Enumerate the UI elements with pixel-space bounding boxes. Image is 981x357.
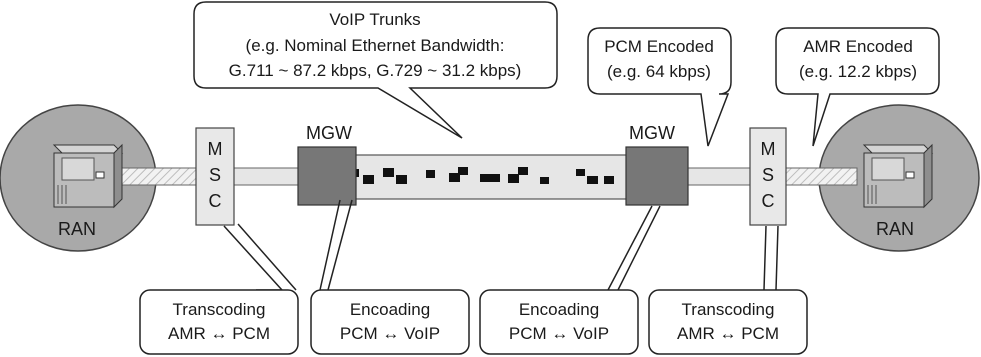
packet <box>518 167 528 175</box>
msc-right-letter: S <box>762 165 774 185</box>
packet <box>426 170 435 178</box>
packet <box>540 177 549 184</box>
packet <box>604 176 614 184</box>
encoding-right-line: Encoading <box>519 300 599 319</box>
msc-left-letter: M <box>208 139 223 159</box>
msc-right-box <box>749 127 787 226</box>
packet <box>508 174 519 183</box>
mgw-msc-right-link <box>687 167 751 186</box>
packet <box>449 173 460 182</box>
ran-left-link <box>119 167 197 186</box>
mgw-right-label: MGW <box>629 123 675 143</box>
transcoding-left-line: AMR ↔ PCM <box>168 324 270 343</box>
packet <box>458 167 468 175</box>
voip-trunks-line: G.711 ~ 87.2 kbps, G.729 ~ 31.2 kbps) <box>229 61 522 80</box>
voip-trunks-line: (e.g. Nominal Ethernet Bandwidth: <box>246 36 505 55</box>
msc-right-letter: M <box>761 139 776 159</box>
msc-right-letter: C <box>762 191 775 211</box>
msc-left-letter: S <box>209 165 221 185</box>
pcm-encoded-line: PCM Encoded <box>604 37 714 56</box>
voip-trunks-callout: VoIP Trunks (e.g. Nominal Ethernet Bandw… <box>193 1 558 139</box>
pcm-encoded-line: (e.g. 64 kbps) <box>607 62 711 81</box>
amr-encoded-callout: AMR Encoded (e.g. 12.2 kbps) <box>775 27 940 147</box>
msc-left-box <box>195 127 235 226</box>
ran-right-server-icon <box>862 143 934 209</box>
packet <box>383 168 394 177</box>
transcoding-right-line: Transcoding <box>682 300 775 319</box>
ran-right-link <box>784 167 858 186</box>
mgw-left-block <box>297 146 357 206</box>
ran-right-label: RAN <box>876 219 914 239</box>
mgw-left-label: MGW <box>306 123 352 143</box>
packet <box>480 174 500 182</box>
transcoding-box-right: Transcoding AMR ↔ PCM <box>648 225 808 355</box>
msc-left-letter: C <box>209 191 222 211</box>
packet <box>587 176 598 184</box>
encoding-box-right: Encoading PCM ↔ VoIP <box>479 205 661 355</box>
packet <box>576 169 585 176</box>
encoding-right-line: PCM ↔ VoIP <box>509 324 609 343</box>
mgw-right-block <box>625 146 689 206</box>
ran-left-label: RAN <box>58 219 96 239</box>
encoding-left-line: PCM ↔ VoIP <box>340 324 440 343</box>
encoding-box-left: Encoading PCM ↔ VoIP <box>310 199 470 355</box>
encoding-left-line: Encoading <box>350 300 430 319</box>
transcoding-box-left: Transcoding AMR ↔ PCM <box>139 223 299 355</box>
amr-encoded-line: AMR Encoded <box>803 37 913 56</box>
msc-mgw-left-link <box>233 167 301 186</box>
amr-encoded-line: (e.g. 12.2 kbps) <box>799 62 917 81</box>
packet <box>363 175 374 184</box>
packet <box>396 175 407 184</box>
transcoding-left-line: Transcoding <box>173 300 266 319</box>
pcm-encoded-callout: PCM Encoded (e.g. 64 kbps) <box>587 27 732 147</box>
transcoding-right-line: AMR ↔ PCM <box>677 324 779 343</box>
ran-left-server-icon <box>52 143 124 209</box>
voip-trunks-line: VoIP Trunks <box>329 10 420 29</box>
